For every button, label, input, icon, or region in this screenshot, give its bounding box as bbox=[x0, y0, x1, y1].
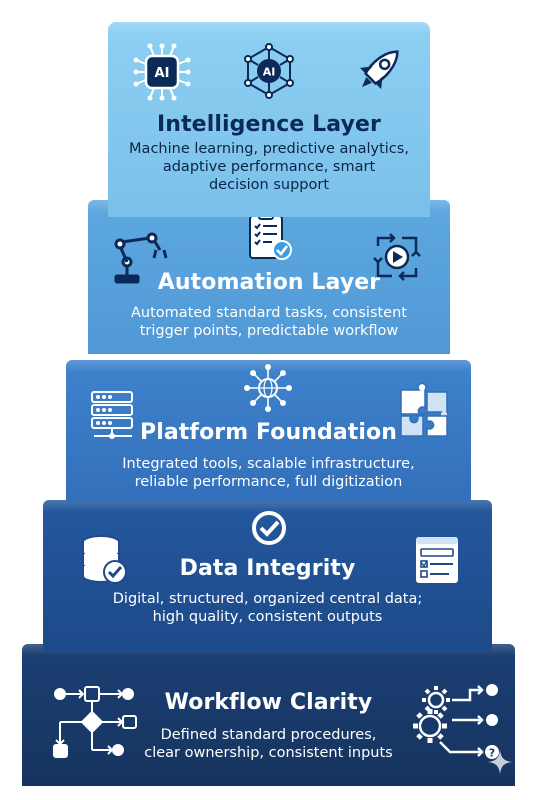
layer-top-edge bbox=[43, 500, 492, 512]
layer-description: Integrated tools, scalable infrastructur… bbox=[122, 456, 415, 490]
server-stack-icon bbox=[91, 391, 133, 439]
layer-workflow-clarity: Workflow Clarity Defined standard proced… bbox=[22, 644, 515, 786]
layer-title: Workflow Clarity bbox=[164, 690, 373, 715]
layer-description: Digital, structured, organized central d… bbox=[112, 591, 423, 625]
gears-process-icon: ? bbox=[413, 684, 499, 760]
layer-title: Platform Foundation bbox=[139, 420, 398, 445]
layer-title: Intelligence Layer bbox=[157, 112, 381, 137]
cycle-play-icon bbox=[373, 233, 421, 281]
sparkle-icon bbox=[488, 750, 512, 774]
ai-network-icon: AI bbox=[244, 43, 294, 99]
layer-description: Defined standard procedures, clear owner… bbox=[144, 727, 393, 761]
layer-description: Machine learning, predictive analytics, … bbox=[129, 141, 409, 193]
layer-title: Data Integrity bbox=[179, 556, 356, 581]
network-hub-icon bbox=[244, 364, 292, 412]
ai-network-label: AI bbox=[263, 66, 276, 79]
ai-brain-chip-icon: AI bbox=[133, 43, 191, 101]
form-window-icon bbox=[416, 537, 458, 583]
layer-data-integrity: Data Integrity Digital, structured, orga… bbox=[43, 500, 492, 652]
ai-chip-label: AI bbox=[155, 66, 170, 81]
flowchart-icon bbox=[53, 686, 137, 758]
database-check-icon bbox=[82, 535, 127, 584]
rocket-icon bbox=[359, 50, 399, 90]
checklist-clipboard-icon bbox=[249, 212, 292, 260]
robotic-arm-icon bbox=[114, 232, 168, 284]
puzzle-icon bbox=[400, 382, 449, 437]
layer-description: Automated standard tasks, consistent tri… bbox=[131, 305, 407, 339]
layer-platform-foundation: Platform Foundation Integrated tools, sc… bbox=[66, 360, 471, 502]
check-circle-icon bbox=[252, 511, 286, 545]
layer-automation: Automation Layer Automated standard task… bbox=[88, 200, 450, 354]
layer-intelligence: Intelligence Layer Machine learning, pre… bbox=[108, 22, 430, 217]
question-label: ? bbox=[489, 747, 495, 760]
layer-title: Automation Layer bbox=[157, 270, 381, 295]
layer-top-edge bbox=[108, 22, 430, 34]
